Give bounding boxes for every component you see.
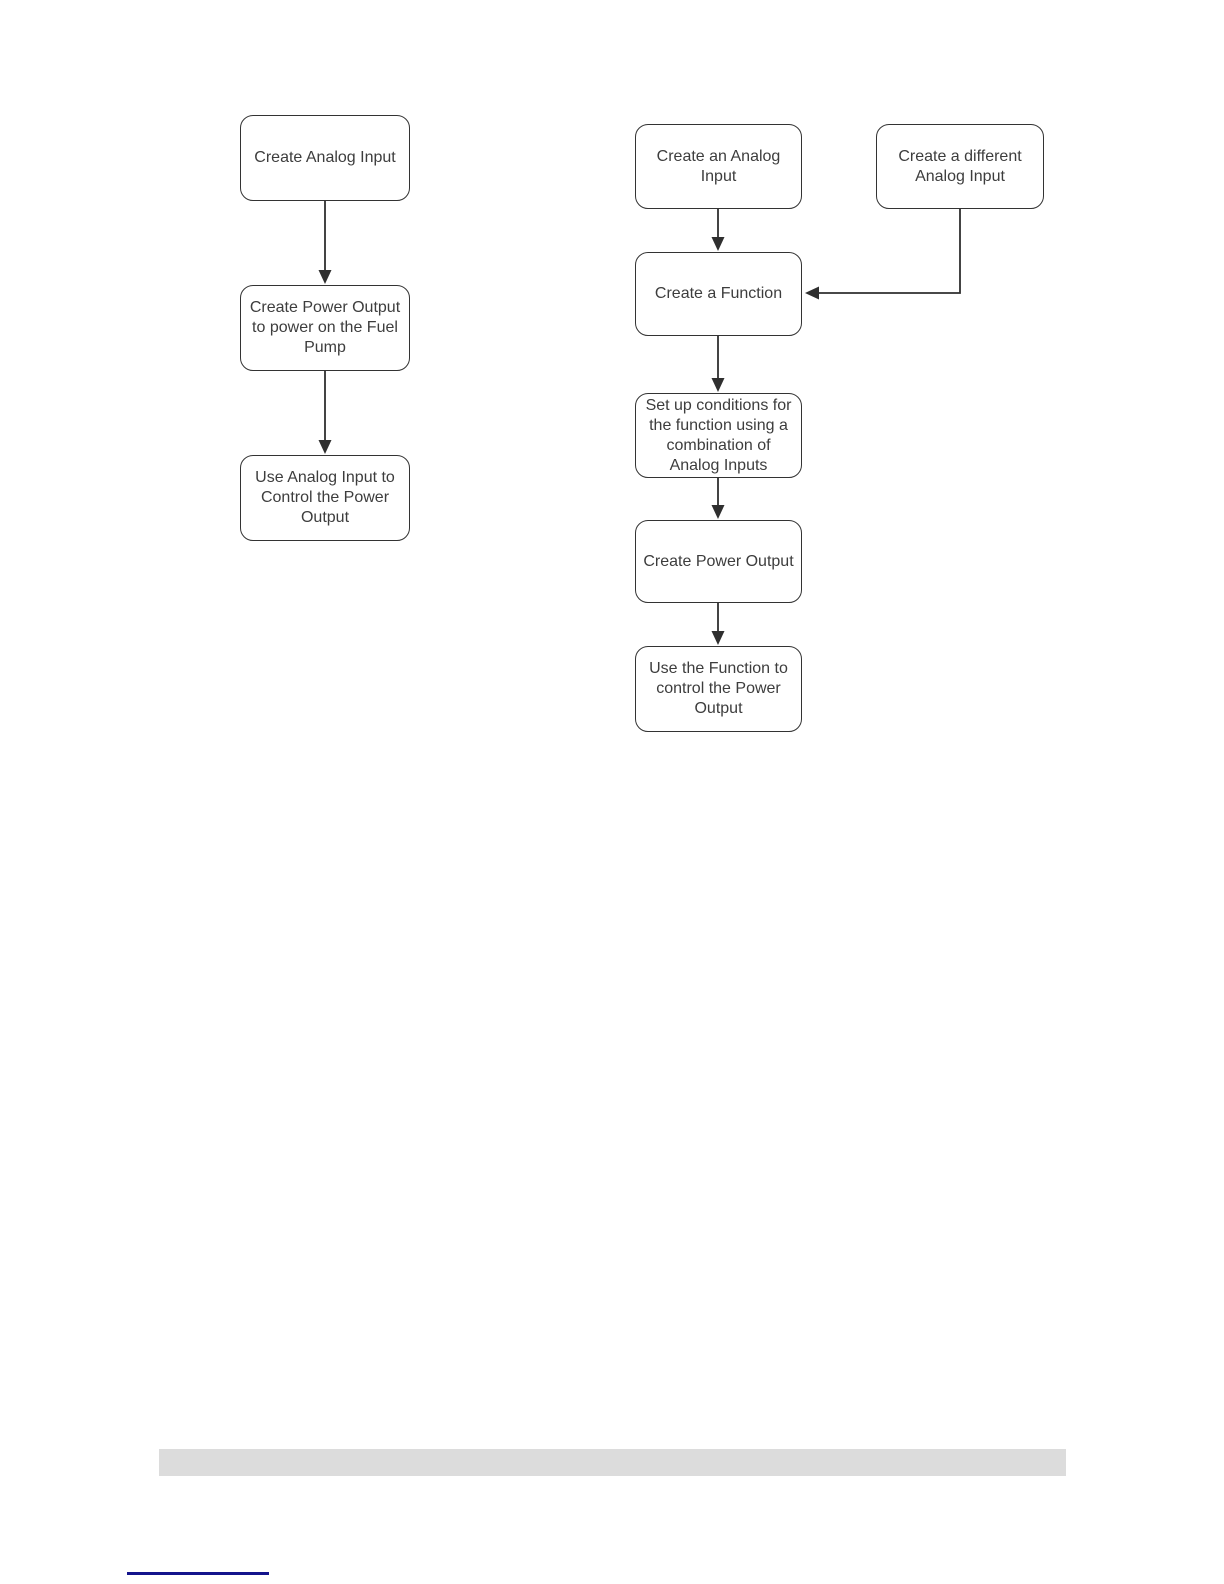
flowchart-node-use-analog-input-control-power: Use Analog Input to Control the Power Ou… <box>240 455 410 541</box>
arrowhead-down-icon <box>318 440 332 454</box>
node-label: Set up conditions for the function using… <box>645 396 792 474</box>
arrowhead-down-icon <box>711 378 725 392</box>
gray-divider-bar <box>159 1449 1066 1476</box>
node-label: Create an Analog Input <box>656 147 781 185</box>
navy-rule <box>127 1572 269 1575</box>
flowchart-node-create-an-analog-input: Create an Analog Input <box>635 124 802 209</box>
flowchart-node-setup-conditions: Set up conditions for the function using… <box>635 393 802 478</box>
arrowhead-down-icon <box>711 237 725 251</box>
node-label: Create a different Analog Input <box>898 147 1022 185</box>
flowchart-node-use-function-control-power: Use the Function to control the Power Ou… <box>635 646 802 732</box>
node-label: Use Analog Input to Control the Power Ou… <box>255 469 395 526</box>
flowchart-node-create-power-output-fuel-pump: Create Power Output to power on the Fuel… <box>240 285 410 371</box>
arrow-different-analog-to-function <box>819 209 961 294</box>
flowchart-node-create-different-analog-input: Create a different Analog Input <box>876 124 1044 209</box>
node-label: Use the Function to control the Power Ou… <box>649 660 788 717</box>
node-label: Create Power Output <box>643 552 794 570</box>
arrowhead-left-icon <box>805 286 819 300</box>
flowchart-node-create-power-output: Create Power Output <box>635 520 802 603</box>
node-label: Create a Function <box>654 285 783 302</box>
flowchart-node-create-analog-input: Create Analog Input <box>240 115 410 201</box>
node-label: Create Analog Input <box>254 149 396 166</box>
node-label: Create Power Output to power on the Fuel… <box>249 299 401 356</box>
arrowhead-down-icon <box>711 631 725 645</box>
arrowhead-down-icon <box>318 270 332 284</box>
flowchart-node-create-a-function: Create a Function <box>635 252 802 336</box>
arrowhead-down-icon <box>711 505 725 519</box>
